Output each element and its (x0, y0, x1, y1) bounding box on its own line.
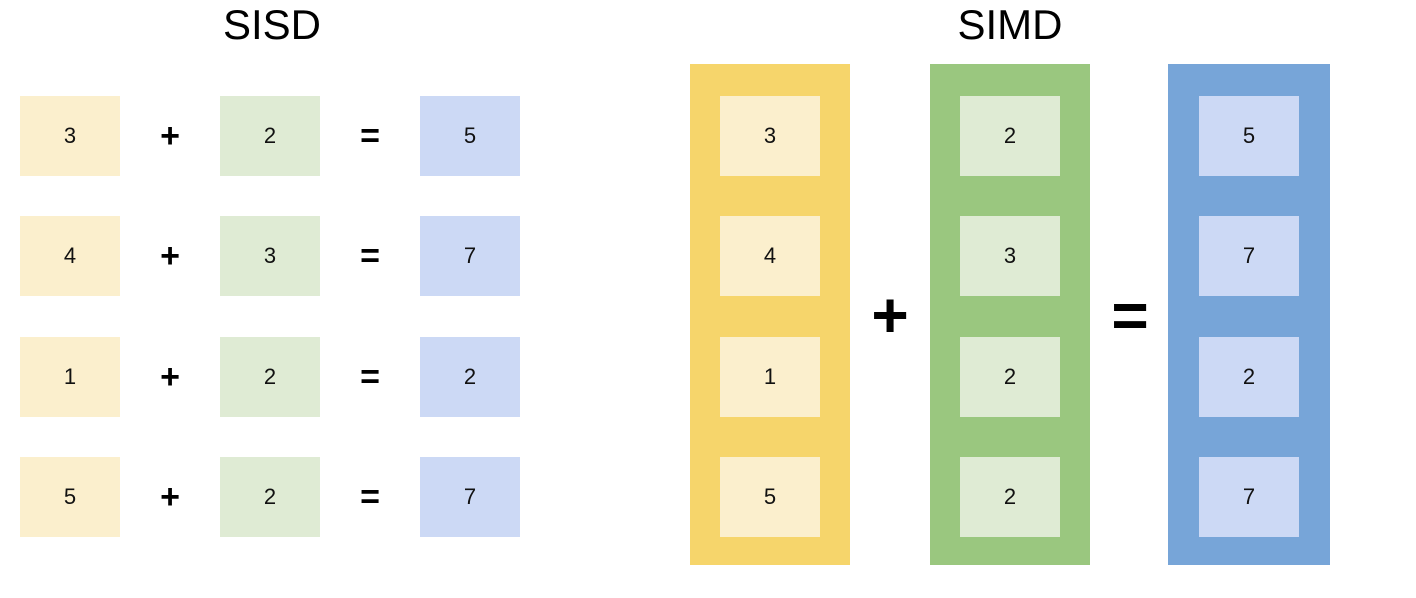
plus-icon: + (160, 117, 180, 155)
simd-lane: 7 (1199, 457, 1299, 537)
equals-icon: = (1111, 278, 1149, 351)
plus-icon: + (871, 278, 909, 351)
simd-vector-operand-b: 2 3 2 2 (930, 64, 1090, 565)
simd-lane: 2 (960, 337, 1060, 417)
sisd-operand-a: 1 (20, 337, 120, 417)
sisd-operand-a: 3 (20, 96, 120, 176)
equals-icon: = (360, 237, 380, 275)
simd-lane: 3 (720, 96, 820, 176)
simd-lane: 2 (960, 457, 1060, 537)
simd-lane: 2 (1199, 337, 1299, 417)
sisd-operand-a: 5 (20, 457, 120, 537)
equals-icon: = (360, 358, 380, 396)
sisd-row: 4 + 3 = 7 (0, 216, 560, 296)
sisd-result: 7 (420, 457, 520, 537)
sisd-operand-a: 4 (20, 216, 120, 296)
sisd-operand-b: 2 (220, 457, 320, 537)
sisd-operand-b: 2 (220, 96, 320, 176)
equals-icon: = (360, 478, 380, 516)
equals-icon: = (360, 117, 380, 155)
sisd-result: 5 (420, 96, 520, 176)
sisd-operand-b: 2 (220, 337, 320, 417)
sisd-result: 7 (420, 216, 520, 296)
simd-lane: 3 (960, 216, 1060, 296)
plus-icon: + (160, 237, 180, 275)
simd-lane: 4 (720, 216, 820, 296)
sisd-row: 3 + 2 = 5 (0, 96, 560, 176)
sisd-operand-b: 3 (220, 216, 320, 296)
simd-lane: 5 (1199, 96, 1299, 176)
simd-vector-operand-a: 3 4 1 5 (690, 64, 850, 565)
plus-icon: + (160, 478, 180, 516)
panel-title-sisd: SISD (222, 1, 322, 48)
simd-vector-result: 5 7 2 7 (1168, 64, 1330, 565)
simd-lane: 7 (1199, 216, 1299, 296)
simd-lane: 5 (720, 457, 820, 537)
sisd-result: 2 (420, 337, 520, 417)
panel-title-simd: SIMD (957, 1, 1063, 48)
sisd-row: 1 + 2 = 2 (0, 337, 560, 417)
sisd-row: 5 + 2 = 7 (0, 457, 560, 537)
simd-lane: 2 (960, 96, 1060, 176)
plus-icon: + (160, 358, 180, 396)
simd-lane: 1 (720, 337, 820, 417)
